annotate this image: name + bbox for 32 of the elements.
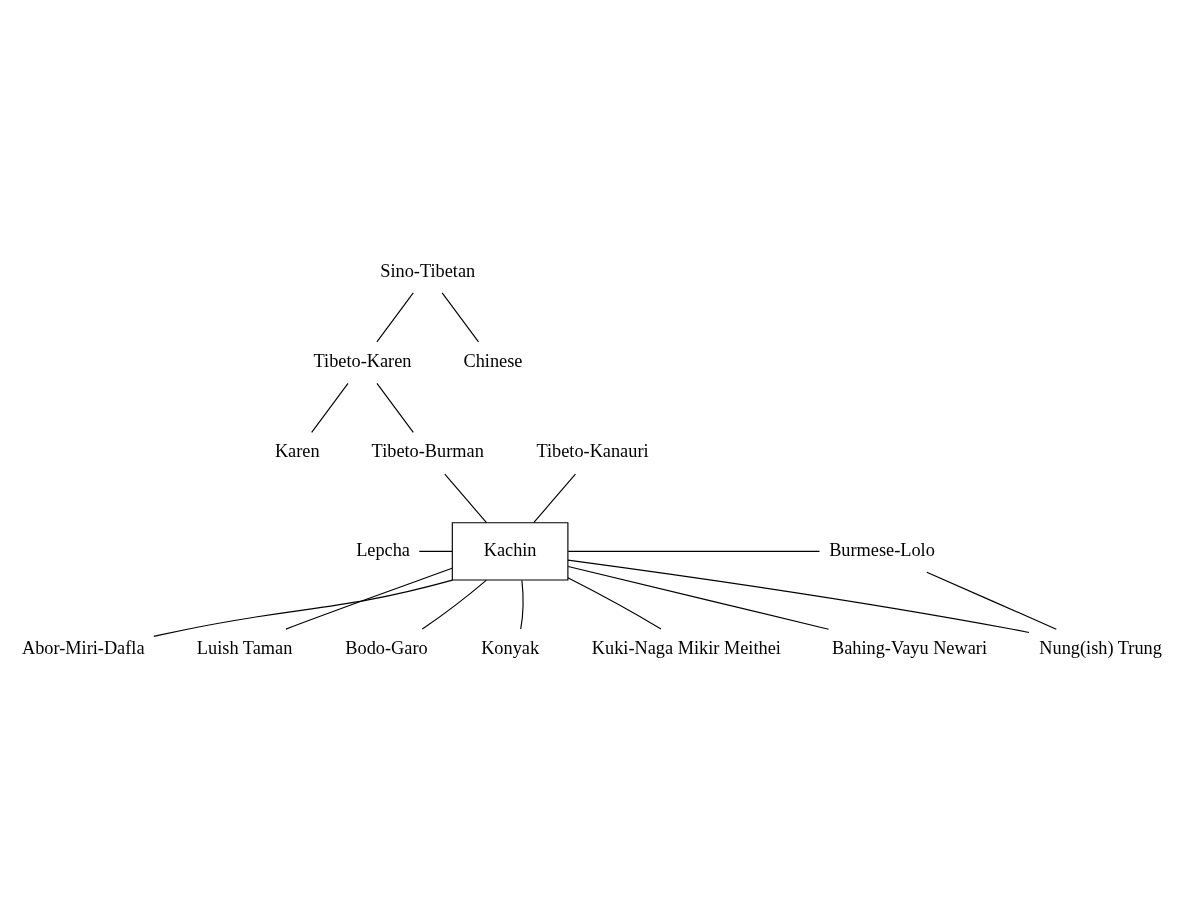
node-text: Abor-Miri-Dafla <box>21 637 145 658</box>
connector <box>153 579 454 637</box>
node-text: Tibeto-Kanauri <box>536 440 649 461</box>
node-text: Burmese-Lolo <box>829 539 935 560</box>
connector <box>311 382 349 433</box>
connector <box>376 382 414 433</box>
connector <box>567 550 821 552</box>
connector <box>418 550 453 552</box>
connector <box>926 571 1057 630</box>
connector <box>285 567 453 630</box>
connector <box>444 473 488 523</box>
node-box: Kachin <box>451 521 569 581</box>
node-text: Nung(ish) Trung <box>1039 637 1162 658</box>
node-text: Tibeto-Burman <box>371 440 484 461</box>
node-text: Chinese <box>463 350 523 371</box>
node-text: Karen <box>274 440 320 461</box>
node-text: Lepcha <box>356 539 410 560</box>
node-text: Sino-Tibetan <box>380 260 476 281</box>
connector <box>567 565 830 630</box>
connector <box>567 576 662 630</box>
connector <box>376 291 414 342</box>
node-text: Tibeto-Karen <box>313 350 412 371</box>
node-text: Bodo-Garo <box>345 637 428 658</box>
node-text: Konyak <box>481 637 540 658</box>
node-text: Luish Taman <box>196 637 293 658</box>
connector <box>567 559 1030 633</box>
connector <box>421 579 488 630</box>
connector <box>520 579 524 630</box>
node-text: Bahing-Vayu Newari <box>832 637 987 658</box>
connector <box>533 473 576 523</box>
node-text: Kuki-Naga Mikir Meithei <box>591 637 781 658</box>
connector <box>441 291 480 342</box>
